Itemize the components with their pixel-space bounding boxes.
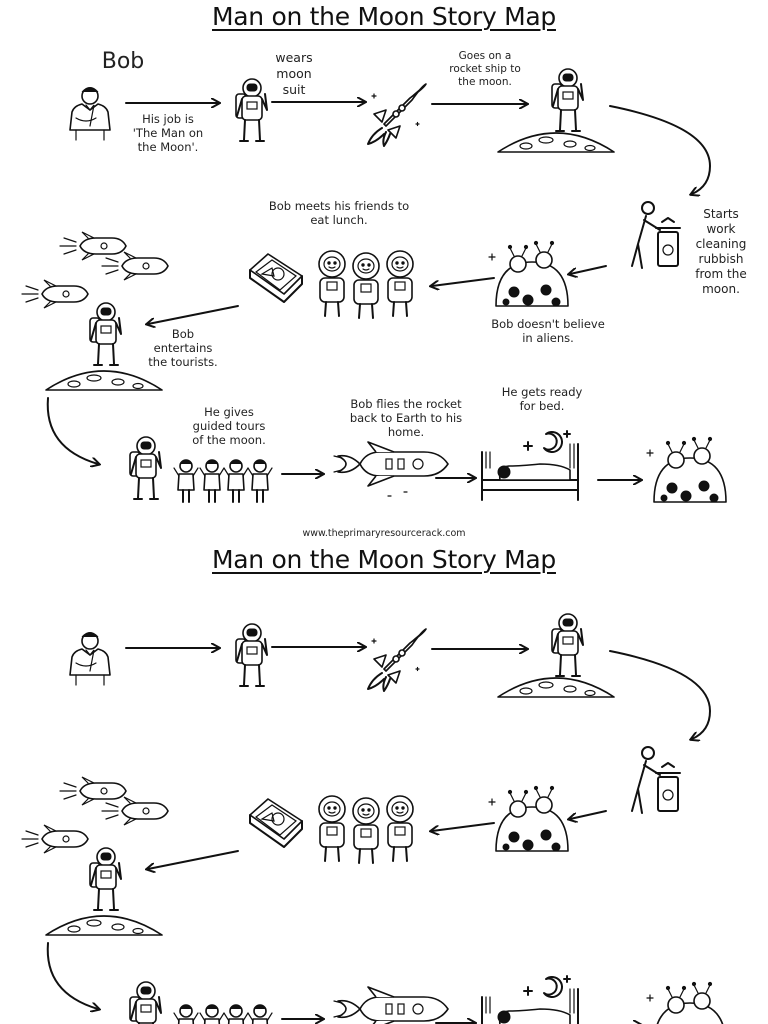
story-map-bottom-drawings (22, 614, 726, 1024)
page-title-top: Man on the Moon Story Map (212, 2, 556, 31)
story-map-top-drawings (22, 69, 726, 502)
name-label-bob: Bob (101, 49, 145, 74)
footer-website: www.theprimaryresourcerack.com (302, 528, 466, 539)
caption-rocket: Goes on a rocket ship to the moon. (449, 50, 521, 88)
page-title-bottom: Man on the Moon Story Map (212, 545, 556, 574)
caption-work: Starts work cleaning rubbish from the mo… (695, 207, 747, 296)
caption-aliens: Bob doesn't believe in aliens. (491, 317, 605, 345)
caption-tourists: Bob entertains the tourists. (148, 327, 218, 369)
caption-job: His job is 'The Man on the Moon'. (132, 112, 204, 154)
caption-tours: He gives guided tours of the moon. (192, 405, 266, 447)
caption-fly-home: Bob flies the rocket back to Earth to hi… (349, 397, 463, 439)
caption-suit: wears moon suit (275, 50, 313, 97)
caption-lunch: Bob meets his friends to eat lunch. (268, 199, 410, 227)
caption-bed: He gets ready for bed. (501, 385, 583, 413)
